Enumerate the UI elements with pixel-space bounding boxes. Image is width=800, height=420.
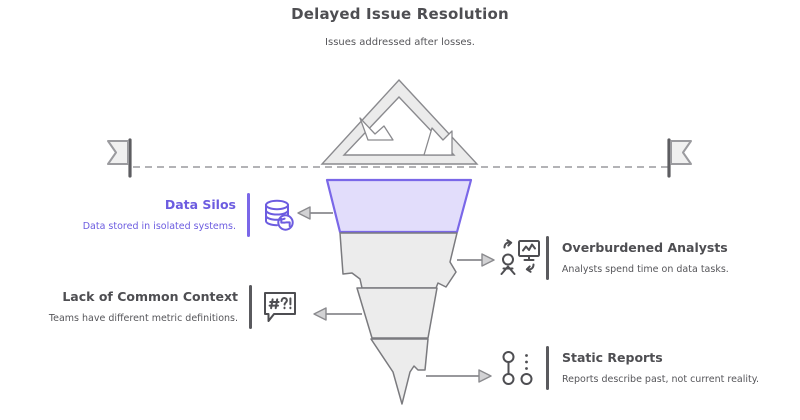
callout-description: Reports describe past, not current reali… [561,374,760,385]
connector-data-silos [297,206,333,220]
callout-divider [249,285,252,329]
funnel-segment-4[interactable] [370,338,429,405]
page-title: Delayed Issue Resolution [291,5,509,23]
connector-lack-context [313,307,362,321]
callout-description: Teams have different metric definitions. [48,313,238,324]
static-nodes-icon [498,346,542,390]
speech-bubble-symbols-icon [258,285,302,329]
callout-overburdened-analysts[interactable]: Overburdened Analysts Analysts spend tim… [498,236,788,280]
header: Delayed Issue Resolution Issues addresse… [0,4,800,50]
analyst-monitor-icon [498,236,542,280]
callout-description: Data stored in isolated systems. [82,221,236,232]
callout-static-reports[interactable]: Static Reports Reports describe past, no… [498,346,793,390]
connector-static-reports [426,369,492,383]
flag-left-icon [107,138,132,178]
flag-right-icon [667,138,692,178]
callout-description: Analysts spend time on data tasks. [561,264,729,275]
mountain-icon [320,78,479,165]
callout-title: Static Reports [561,350,663,365]
callout-divider [546,236,549,280]
callout-lack-of-common-context[interactable]: Lack of Common Context Teams have differ… [22,285,302,329]
callout-divider [546,346,549,390]
callout-title: Data Silos [164,197,236,212]
connector-overburdened-analysts [457,253,495,267]
funnel-segment-3[interactable] [356,287,438,339]
funnel-segment-1[interactable] [325,178,473,234]
callout-data-silos[interactable]: Data Silos Data stored in isolated syste… [40,193,300,237]
database-sync-icon [256,193,300,237]
funnel-segment-2-shape[interactable] [339,232,458,289]
callout-divider [247,193,250,237]
page-subtitle: Issues addressed after losses. [325,37,475,48]
callout-title: Overburdened Analysts [561,240,728,255]
callout-title: Lack of Common Context [62,289,238,304]
